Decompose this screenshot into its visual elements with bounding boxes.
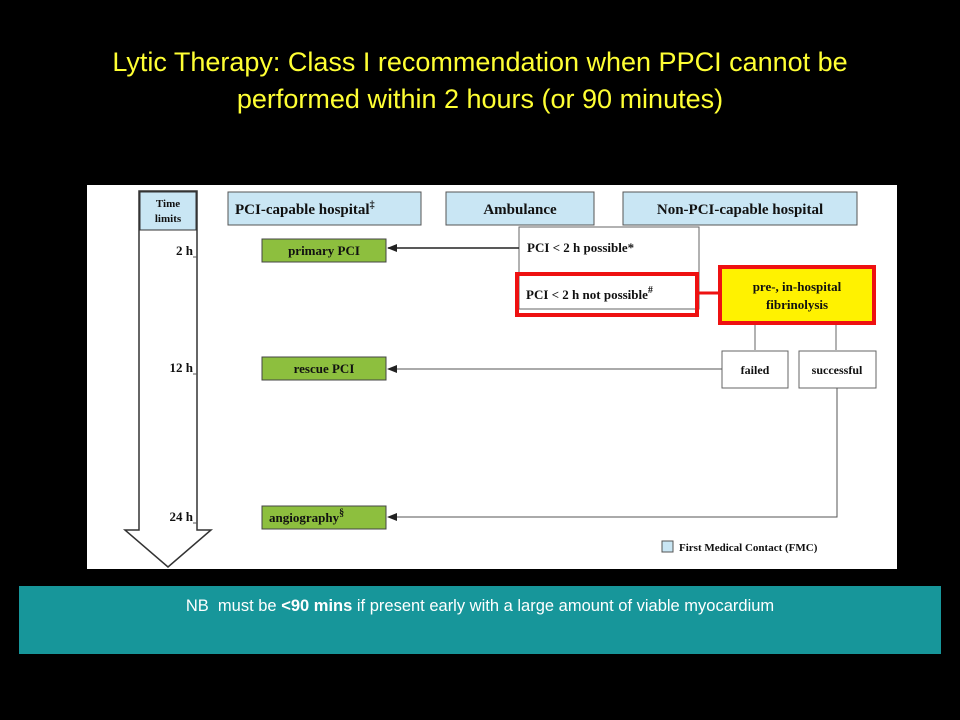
fibrinolysis-line-1: pre-, in-hospital	[753, 279, 842, 294]
slide-title: Lytic Therapy: Class I recommendation wh…	[20, 44, 940, 118]
time-mark-12h: 12 h	[170, 360, 194, 375]
fibrinolysis-line-2: fibrinolysis	[766, 297, 828, 312]
pci-capable-footnote-mark: ‡	[370, 200, 375, 211]
angiography-mark: §	[339, 508, 344, 519]
time-header-line-1: Time	[156, 198, 180, 210]
pci-not-possible-text: PCI < 2 h not possible	[526, 287, 648, 302]
angiography-label: angiography§	[269, 508, 344, 525]
fibrinolysis-box	[718, 265, 876, 325]
diagram-canvas: Time limits 2 h 12 h 24 h PCI-capable ho…	[122, 190, 877, 568]
pci-capable-hospital-label: PCI-capable hospital‡	[235, 200, 375, 218]
failed-label: failed	[741, 363, 770, 377]
treatment-flow-diagram: Time limits 2 h 12 h 24 h PCI-capable ho…	[87, 185, 897, 569]
rescue-pci-box	[261, 356, 387, 381]
time-axis-arrow	[122, 190, 214, 568]
title-line-1: Lytic Therapy: Class I recommendation wh…	[112, 47, 848, 77]
rescue-pci-label: rescue PCI	[294, 361, 355, 376]
primary-pci-box	[261, 238, 387, 263]
note-prefix: NB must be	[185, 597, 282, 615]
successful-label: successful	[812, 363, 863, 377]
pci-capable-hospital-text: PCI-capable hospital	[235, 202, 370, 218]
legend-label: First Medical Contact (FMC)	[679, 542, 818, 554]
pci-possible-text: PCI < 2 h possible	[527, 240, 628, 255]
legend-swatch	[661, 540, 674, 553]
successful-to-angiography-arrow	[387, 388, 838, 521]
pci-possible-label: PCI < 2 h possible*	[527, 240, 634, 255]
time-mark-24h: 24 h	[170, 509, 194, 524]
note-text: NB must be <90 mins if present early wit…	[19, 597, 941, 616]
time-mark-2h: 2 h	[176, 243, 194, 258]
non-pci-capable-hospital-label: Non-PCI-capable hospital	[657, 202, 823, 218]
note-emphasis: <90 mins	[281, 597, 353, 615]
pci-capable-hospital-header	[227, 191, 422, 226]
pci-decision-box	[518, 226, 700, 310]
ambulance-label: Ambulance	[483, 202, 557, 218]
pci-not-possible-mark: #	[648, 285, 653, 296]
note-banner: NB must be <90 mins if present early wit…	[19, 586, 941, 654]
non-pci-capable-hospital-header	[622, 191, 858, 226]
time-limits-header-box	[139, 191, 197, 231]
angiography-box	[261, 505, 387, 530]
time-header-line-2: limits	[155, 213, 182, 225]
failed-box	[721, 350, 789, 389]
pci-possible-mark: *	[628, 240, 635, 255]
note-suffix: if present early with a large amount of …	[352, 597, 775, 615]
angiography-text: angiography	[269, 510, 340, 525]
title-line-2: performed within 2 hours (or 90 minutes)	[236, 84, 724, 114]
pci-not-possible-label: PCI < 2 h not possible#	[526, 285, 653, 302]
ambulance-header	[445, 191, 595, 226]
primary-pci-label: primary PCI	[288, 243, 360, 258]
